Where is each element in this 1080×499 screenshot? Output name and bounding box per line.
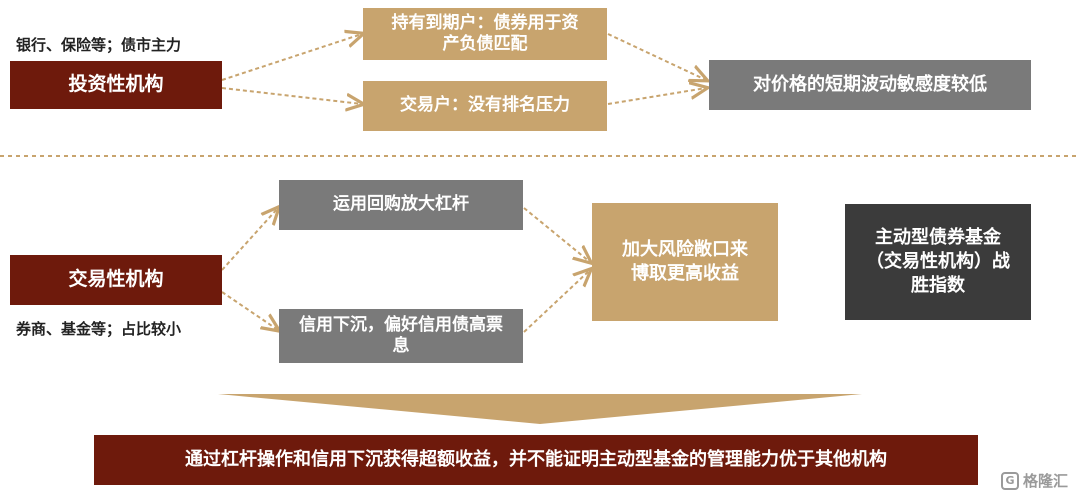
watermark-logo: G 格隆汇 [1000, 470, 1068, 491]
leverage-box: 运用回购放大杠杆 [279, 180, 523, 230]
arrow-trading-to-leverage [221, 208, 278, 271]
trading-institution-box: 交易性机构 [10, 255, 222, 305]
arrow-leverage-to-risk [523, 207, 590, 262]
conclusion-funnel [218, 394, 862, 424]
watermark-icon: G [1000, 471, 1019, 490]
arrow-trading-account-to-result [607, 88, 706, 105]
watermark-text: 格隆汇 [1022, 472, 1068, 490]
investment-institution-box: 投资性机构 [10, 61, 222, 109]
trading-note: 券商、基金等；占比较小 [16, 320, 182, 338]
active-bond-fund-box: 主动型债券基金（交易性机构）战胜指数 [845, 204, 1031, 320]
arrow-credit-to-risk [523, 270, 590, 333]
trading-account-box: 交易户：没有排名压力 [363, 81, 607, 131]
arrow-investment-to-trading-account [221, 87, 362, 104]
conclusion-banner: 通过杠杆操作和信用下沉获得超额收益，并不能证明主动型基金的管理能力优于其他机构 [94, 435, 978, 485]
investment-note: 银行、保险等；债市主力 [16, 36, 182, 54]
risk-exposure-box: 加大风险敞口来博取更高收益 [592, 203, 778, 321]
arrow-investment-to-hold [221, 34, 362, 81]
credit-sink-box: 信用下沉，偏好信用债高票息 [279, 309, 523, 363]
arrow-trading-to-credit [221, 291, 278, 330]
arrow-hold-to-result [607, 33, 706, 80]
hold-to-maturity-box: 持有到期户：债券用于资产负债匹配 [363, 8, 607, 60]
low-sensitivity-box: 对价格的短期波动敏感度较低 [709, 60, 1031, 110]
